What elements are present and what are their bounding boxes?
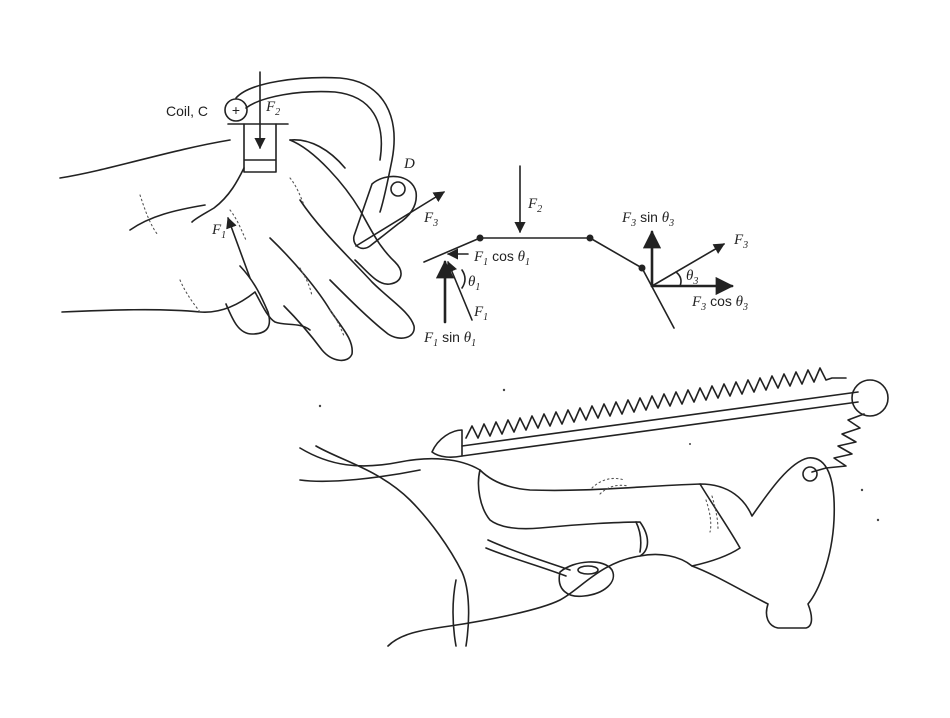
label-f1-cos: F1 cos θ1: [473, 248, 530, 268]
label-f1-sin: F1 sin θ1: [423, 329, 476, 349]
arrow-f1-hand: [226, 216, 251, 279]
angle-arc-theta1: [461, 269, 466, 289]
joint-middle: [586, 234, 594, 242]
thumb-outline: [315, 445, 470, 647]
arrow-f3-fbd: [651, 243, 725, 287]
finger-outline-middle: [299, 199, 415, 339]
hand-outline: [59, 139, 346, 331]
finger-cuff: [243, 123, 277, 173]
joint-right: [638, 264, 646, 272]
palm-lever: [191, 167, 245, 223]
splint-wire: [235, 76, 395, 213]
label-f3-fbd: F3: [733, 232, 748, 251]
label-f3-sin: F3 sin θ3: [621, 209, 674, 229]
finger-outline-little: [225, 265, 271, 335]
label-f2-hand: F2: [265, 99, 280, 118]
rigid-bar: [461, 391, 859, 457]
label-theta3: θ3: [686, 268, 698, 287]
coil-spring: [465, 367, 847, 439]
label-f3-cos: F3 cos θ3: [691, 293, 748, 313]
angle-arc-theta3: [675, 271, 682, 287]
coil-label: Coil, C: [166, 103, 208, 119]
label-f1-fbd: F1: [473, 304, 488, 323]
hand-with-splint-illustration: + Coil, C D F2 F1 F3: [59, 71, 445, 362]
joint-left: [476, 234, 484, 242]
fingertip-anchor: [802, 466, 818, 482]
arrow-f1-fbd: [446, 260, 473, 321]
pulley: [851, 379, 889, 417]
label-d: D: [403, 156, 415, 172]
label-theta1: θ1: [468, 274, 480, 293]
attachment-d: [352, 175, 418, 250]
back-pad: [431, 429, 463, 458]
splint-beam: [423, 237, 675, 329]
palm-pad: [558, 561, 615, 598]
label-f1-hand: F1: [211, 222, 226, 241]
label-f2-fbd: F2: [527, 196, 542, 215]
label-f3-hand: F3: [423, 210, 438, 229]
finger-outline-ring: [269, 237, 353, 362]
coil-symbol: +: [232, 102, 240, 118]
spring-splint-illustration: [299, 367, 889, 647]
lower-spring: [811, 413, 865, 473]
coil-c: [224, 98, 248, 122]
hand-outline-bottom: [299, 447, 836, 647]
finger-outline-index: [289, 139, 402, 285]
arrow-f3-hand: [355, 191, 445, 247]
free-body-diagram: F2 F1 cos θ1 F1 sin θ1 F1 θ1 F3 sin θ3 F…: [423, 165, 748, 349]
